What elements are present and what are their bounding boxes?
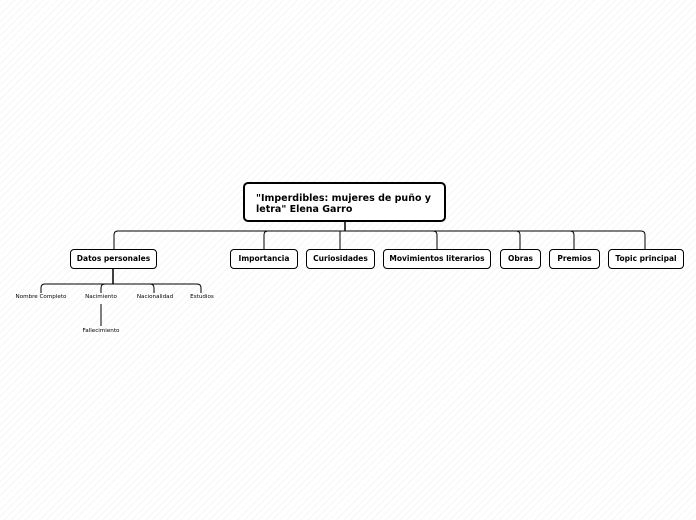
connector-root-to-curiosidades (339, 230, 345, 249)
central-topic[interactable]: "Imperdibles: mujeres de puño y letra" E… (243, 182, 446, 222)
subtopic-nombre-completo[interactable]: Nombre Completo (15, 294, 67, 300)
connector-datos-to-nacimiento (100, 283, 113, 293)
topic-obras[interactable]: Obras (500, 249, 541, 269)
subtopic-nacionalidad[interactable]: Nacionalidad (136, 294, 174, 300)
topic-datos-personales[interactable]: Datos personales (70, 249, 157, 269)
topic-movimientos-literarios[interactable]: Movimientos literarios (383, 249, 491, 269)
topic-premios[interactable]: Premios (549, 249, 600, 269)
topic-label: Topic principal (615, 254, 677, 263)
subtopic-estudios[interactable]: Estudios (190, 294, 214, 300)
connector-datos-to-nombre (40, 283, 113, 293)
connector-root-to-obras (345, 230, 521, 249)
topic-label: Movimientos literarios (389, 254, 485, 263)
connector-root-to-premios (345, 230, 575, 249)
connector-datos-to-estudios (113, 283, 202, 293)
topic-label: Datos personales (76, 254, 151, 263)
topic-label: Curiosidades (313, 254, 368, 263)
topic-label: Obras (508, 254, 533, 263)
connector-root-to-topic (345, 230, 646, 249)
topic-curiosidades[interactable]: Curiosidades (306, 249, 375, 269)
connector-datos-to-nacionalidad (113, 283, 155, 293)
topic-label: Premios (557, 254, 592, 263)
subtopic-fallecimiento[interactable]: Fallecimiento (82, 328, 120, 334)
central-topic-label: "Imperdibles: mujeres de puño y letra" E… (256, 193, 431, 215)
topic-importancia[interactable]: Importancia (230, 249, 298, 269)
topic-label: Importancia (238, 254, 290, 263)
subtopic-nacimiento[interactable]: Nacimiento (85, 294, 117, 300)
connector-root-to-movimientos (345, 230, 438, 249)
topic-topic-principal[interactable]: Topic principal (608, 249, 684, 269)
connector-root-to-importancia (263, 230, 345, 249)
connector-root-to-datos (113, 230, 345, 249)
